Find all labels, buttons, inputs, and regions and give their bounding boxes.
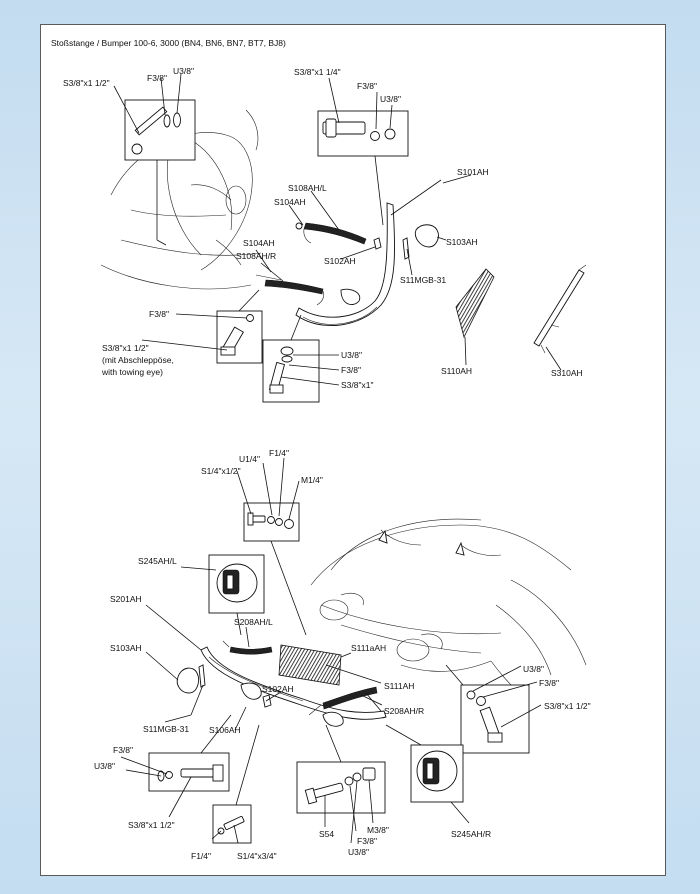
label-f38: F3/8" bbox=[539, 678, 559, 688]
label-s14x34: S1/4"x3/4" bbox=[237, 851, 277, 861]
label-u38: U3/8" bbox=[173, 66, 194, 76]
overrider-parts-front bbox=[176, 664, 206, 716]
washer-icon bbox=[163, 114, 171, 128]
part-labels: U3/8" F3/8" S3/8"x1 1/2" S3/8"x1 1/4" F3… bbox=[63, 66, 591, 861]
label-s38x112: S3/8"x1 1/2" bbox=[128, 820, 175, 830]
label-s110ah: S110AH bbox=[441, 366, 472, 376]
bracket-front-right bbox=[308, 686, 378, 716]
label-m14: M1/4" bbox=[301, 475, 323, 485]
label-u38: U3/8" bbox=[341, 350, 362, 360]
label-s108ahl: S108AH/L bbox=[288, 183, 327, 193]
label-f38: F3/8" bbox=[357, 836, 377, 846]
exploded-parts-diagram: U3/8" F3/8" S3/8"x1 1/2" S3/8"x1 1/4" F3… bbox=[63, 66, 591, 861]
bolt-box-tow-eye bbox=[216, 289, 263, 364]
label-u38: U3/8" bbox=[94, 761, 115, 771]
label-towing-en: with towing eye) bbox=[101, 367, 163, 377]
bolt-box-top-right bbox=[317, 110, 409, 226]
label-s201ah: S201AH bbox=[110, 594, 142, 604]
label-towing-de: (mit Abschleppöse, bbox=[102, 355, 174, 365]
label-s111aah: S111aAH bbox=[351, 643, 386, 653]
leader-lines-bottom bbox=[120, 457, 542, 844]
washer-icon bbox=[173, 112, 181, 128]
label-s208ahl: S208AH/L bbox=[234, 617, 273, 627]
bolt-box-lower bbox=[262, 314, 320, 403]
bolt-box-right bbox=[445, 664, 530, 754]
label-u14: U1/4" bbox=[239, 454, 260, 464]
bolt-box-top-left bbox=[124, 99, 196, 246]
overrider-rubber-left-box bbox=[208, 554, 265, 636]
label-f38: F3/8" bbox=[149, 309, 169, 319]
rear-bumper-blade bbox=[295, 179, 442, 326]
number-plate-front bbox=[278, 644, 352, 686]
label-f38: F3/8" bbox=[147, 73, 167, 83]
bolt-box-s14x34 bbox=[212, 724, 260, 844]
label-f38: F3/8" bbox=[341, 365, 361, 375]
label-s11mgb31: S11MGB-31 bbox=[143, 724, 189, 734]
label-s38x114: S3/8"x1 1/4" bbox=[294, 67, 341, 77]
label-s38x1: S3/8"x1" bbox=[341, 380, 374, 390]
label-u38: U3/8" bbox=[380, 94, 401, 104]
label-m38: M3/8" bbox=[367, 825, 389, 835]
diagram-title: Stoßstange / Bumper 100-6, 3000 (BN4, BN… bbox=[51, 38, 286, 48]
label-s103ah: S103AH bbox=[446, 237, 478, 247]
bolt-box-bottom-middle bbox=[296, 724, 386, 814]
washer-icon bbox=[370, 131, 380, 141]
label-s103ah: S103AH bbox=[110, 643, 142, 653]
label-s208ahr: S208AH/R bbox=[384, 706, 424, 716]
overrider-parts-top bbox=[402, 224, 447, 276]
label-u38: U3/8" bbox=[523, 664, 544, 674]
label-s11mgb31: S11MGB-31 bbox=[400, 275, 446, 285]
label-s38x112: S3/8"x1 1/2" bbox=[544, 701, 591, 711]
front-car-outline bbox=[310, 518, 587, 694]
rear-car-outline bbox=[100, 109, 262, 290]
bracket-left bbox=[295, 222, 367, 245]
diagram-sheet: Stoßstange / Bumper 100-6, 3000 (BN4, BN… bbox=[40, 24, 666, 876]
front-bumper-blade bbox=[200, 646, 387, 727]
towing-bar bbox=[533, 264, 587, 371]
label-s14x12: S1/4"x1/2" bbox=[201, 466, 241, 476]
label-s106ah: S106AH bbox=[209, 725, 241, 735]
label-s104ah: S104AH bbox=[243, 238, 275, 248]
label-s104ah: S104AH bbox=[274, 197, 306, 207]
bracket-front-left bbox=[222, 640, 273, 655]
overrider-rubber-right-box bbox=[385, 724, 464, 803]
label-f38: F3/8" bbox=[113, 745, 133, 755]
label-s108ahr: S108AH/R bbox=[236, 251, 276, 261]
label-s102ah: S102AH bbox=[262, 684, 294, 694]
label-s54: S54 bbox=[319, 829, 334, 839]
label-s245ahl: S245AH/L bbox=[138, 556, 177, 566]
leader-lines-top bbox=[113, 73, 472, 386]
label-s101ah: S101AH bbox=[457, 167, 489, 177]
washer-icon bbox=[384, 128, 396, 140]
label-f14: F1/4" bbox=[191, 851, 211, 861]
label-s245ahr: S245AH/R bbox=[451, 829, 491, 839]
bumper-clip bbox=[373, 237, 382, 250]
bolt-head-icon bbox=[131, 143, 143, 155]
label-s102ah: S102AH bbox=[324, 256, 356, 266]
label-f14: F1/4" bbox=[269, 448, 289, 458]
bracket-right bbox=[255, 274, 325, 306]
label-s38x112-tow: S3/8"x1 1/2" bbox=[102, 343, 149, 353]
license-plate-panel bbox=[455, 268, 495, 366]
label-u38: U3/8" bbox=[348, 847, 369, 857]
bolt-box-s14 bbox=[243, 502, 307, 636]
bumper-clip-front bbox=[262, 694, 272, 708]
label-f38: F3/8" bbox=[357, 81, 377, 91]
label-s310ah: S310AH bbox=[551, 368, 583, 378]
label-s111ah: S111AH bbox=[384, 681, 414, 691]
label-s38x112: S3/8"x1 1/2" bbox=[63, 78, 110, 88]
